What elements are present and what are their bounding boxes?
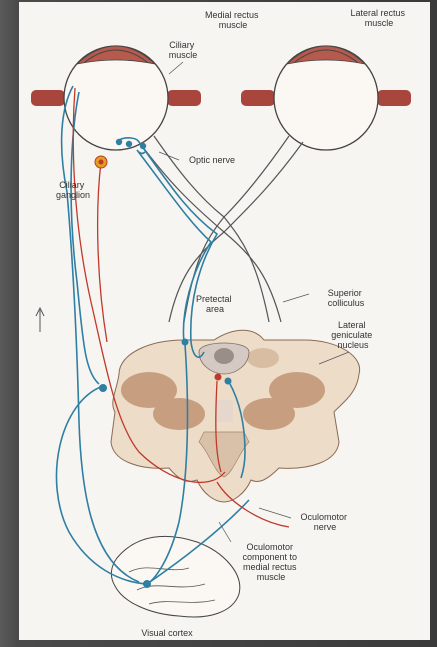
left-lateral-rectus-muscle xyxy=(31,90,65,106)
lgn-node xyxy=(99,384,107,392)
label-ciliary-ganglion: Ciliary ganglion xyxy=(56,180,90,200)
label-pretectal-area: Pretectal area xyxy=(196,294,234,314)
pupillary-reflex-diagram: Medial rectus muscle Lateral rectus musc… xyxy=(19,2,430,640)
right-lateral-rectus-muscle xyxy=(377,90,411,106)
left-medial-rectus-muscle xyxy=(167,90,201,106)
label-medial-rectus: Medial rectus muscle xyxy=(205,10,261,30)
left-eye xyxy=(31,46,201,150)
pretectal-node xyxy=(182,339,189,346)
label-lateral-geniculate: Lateral geniculate nucleus xyxy=(331,320,375,350)
pathway-arrow-icon xyxy=(36,308,44,332)
right-medial-rectus-muscle xyxy=(241,90,275,106)
label-oculomotor-component: Oculomotor component to medial rectus mu… xyxy=(242,542,299,582)
label-superior-colliculus: Superior colliculus xyxy=(328,288,365,308)
label-visual-cortex: Visual cortex xyxy=(141,628,193,638)
label-ciliary-muscle: Ciliary muscle xyxy=(169,40,198,60)
diagram-panel: Medial rectus muscle Lateral rectus musc… xyxy=(19,2,430,640)
label-oculomotor-nerve: Oculomotor nerve xyxy=(300,512,349,532)
right-eye xyxy=(241,46,411,150)
visual-cortex-shape xyxy=(111,536,239,617)
cortex-node xyxy=(143,580,151,588)
label-optic-nerve: Optic nerve xyxy=(189,155,235,165)
midbrain-section xyxy=(111,330,360,502)
label-lateral-rectus: Lateral rectus muscle xyxy=(350,8,407,28)
